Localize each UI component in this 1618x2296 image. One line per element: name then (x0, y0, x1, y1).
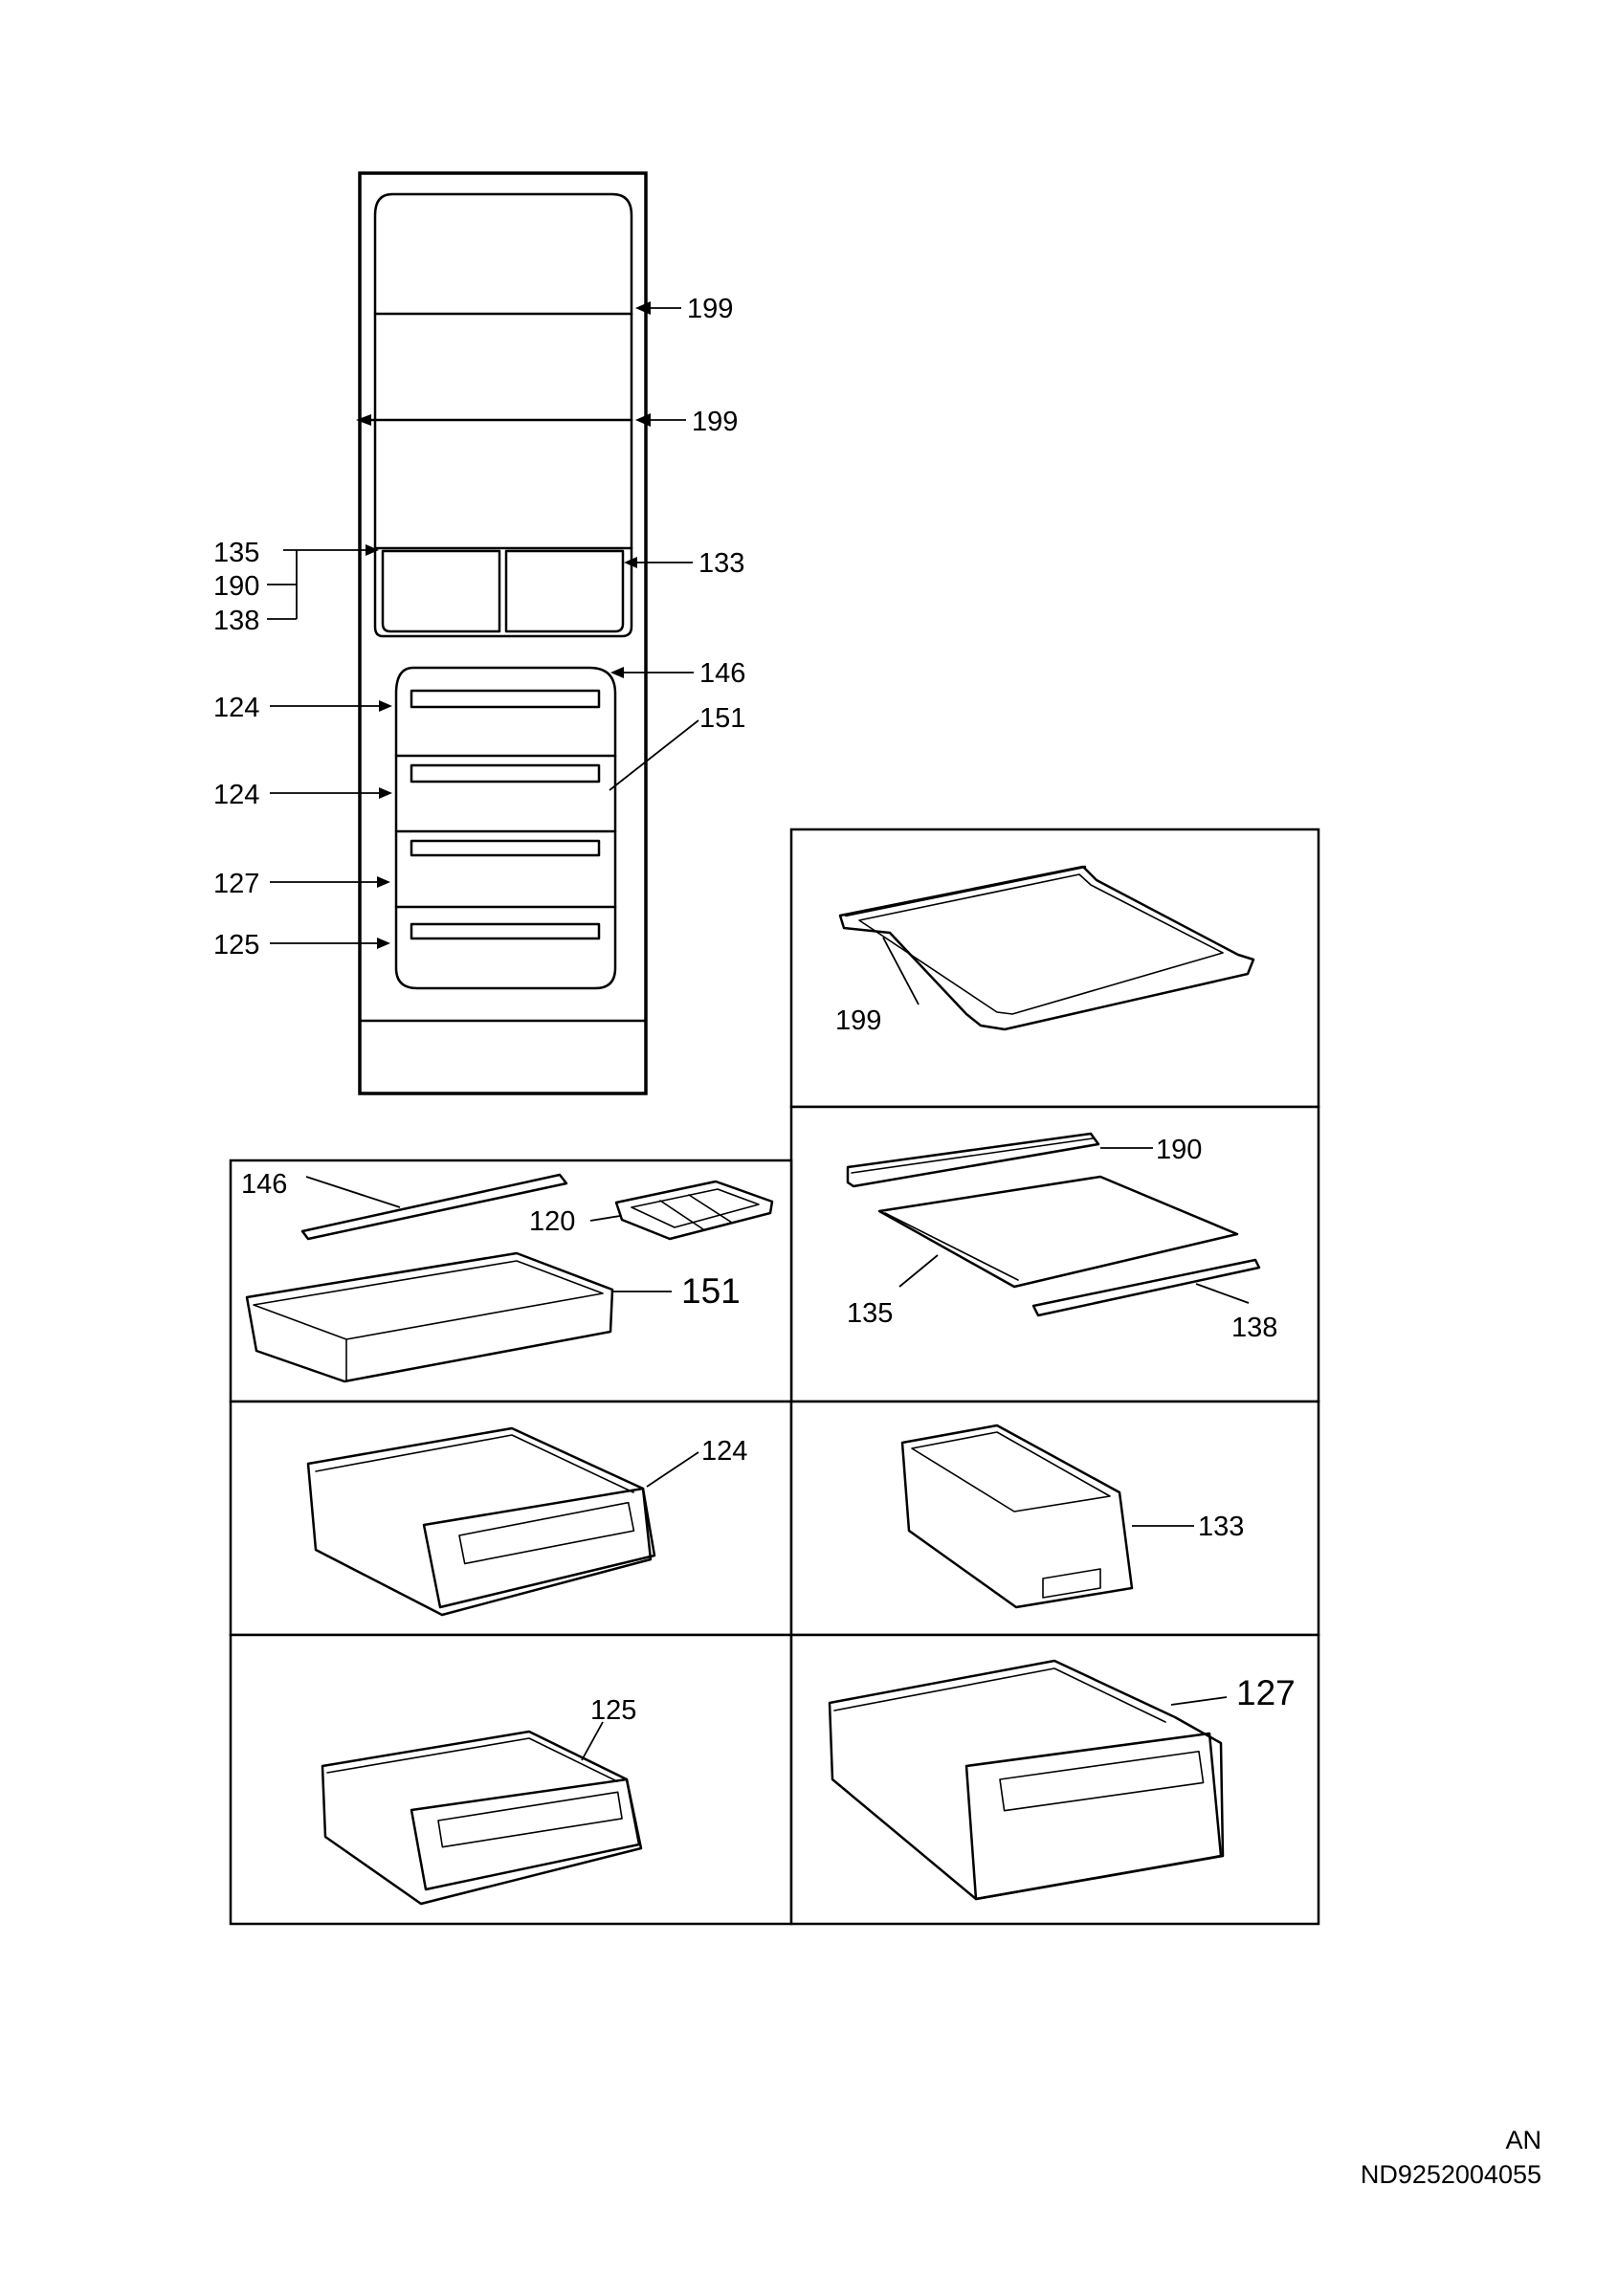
part-freezer-tray-set: 146 120 151 (241, 1169, 774, 1383)
label-shelf-middle: 199 (692, 407, 738, 437)
label-part-125: 125 (590, 1695, 636, 1726)
label-frame-profile: 146 (699, 658, 745, 689)
drawer-handle-4 (410, 922, 601, 940)
fridge-compartment (373, 192, 633, 638)
label-shelf-front-profile: 138 (213, 606, 259, 636)
label-glass-shelf: 135 (213, 538, 259, 568)
drawer-handle-1 (410, 689, 601, 709)
label-freezer-tray: 151 (699, 703, 745, 734)
label-part-199: 199 (835, 1005, 881, 1036)
cabinet-outline (358, 171, 648, 1095)
label-part-190: 190 (1156, 1135, 1202, 1165)
label-drawer-3: 127 (213, 869, 259, 899)
label-part-124: 124 (701, 1436, 747, 1467)
footer-language-code: AN (1505, 2126, 1541, 2154)
label-shelf-upper: 199 (687, 294, 733, 324)
footer-document-code: ND9252004055 (1360, 2160, 1541, 2189)
part-glass-shelf-set: 190 135 138 (846, 1132, 1277, 1343)
panel-grid (229, 828, 1320, 1926)
label-part-135: 135 (847, 1298, 893, 1329)
part-box-133: 133 (900, 1424, 1244, 1609)
label-part-151: 151 (681, 1271, 741, 1311)
label-drawer-1: 124 (213, 693, 259, 723)
label-drawer-2: 124 (213, 780, 259, 810)
label-shelf-rear-profile: 190 (213, 571, 259, 602)
part-drawer-125: 125 (321, 1695, 643, 1906)
crisper-left (381, 549, 501, 633)
label-part-138: 138 (1231, 1313, 1277, 1343)
drawer-handle-3 (410, 839, 601, 857)
part-drawer-124: 124 (306, 1426, 747, 1617)
label-drawer-4: 125 (213, 930, 259, 960)
label-part-146: 146 (241, 1169, 287, 1200)
part-shelf-199: 199 (835, 865, 1255, 1036)
label-part-120: 120 (529, 1206, 575, 1237)
crisper-right (504, 549, 625, 633)
appliance-overview: 199 199 135 190 138 133 146 151 124 124 … (213, 171, 745, 1095)
freezer-compartment (394, 666, 617, 990)
label-vegetable-box: 133 (698, 548, 744, 579)
label-part-127: 127 (1236, 1673, 1296, 1712)
label-part-133: 133 (1198, 1512, 1244, 1542)
part-drawer-127: 127 (828, 1659, 1296, 1901)
drawer-handle-2 (410, 763, 601, 784)
